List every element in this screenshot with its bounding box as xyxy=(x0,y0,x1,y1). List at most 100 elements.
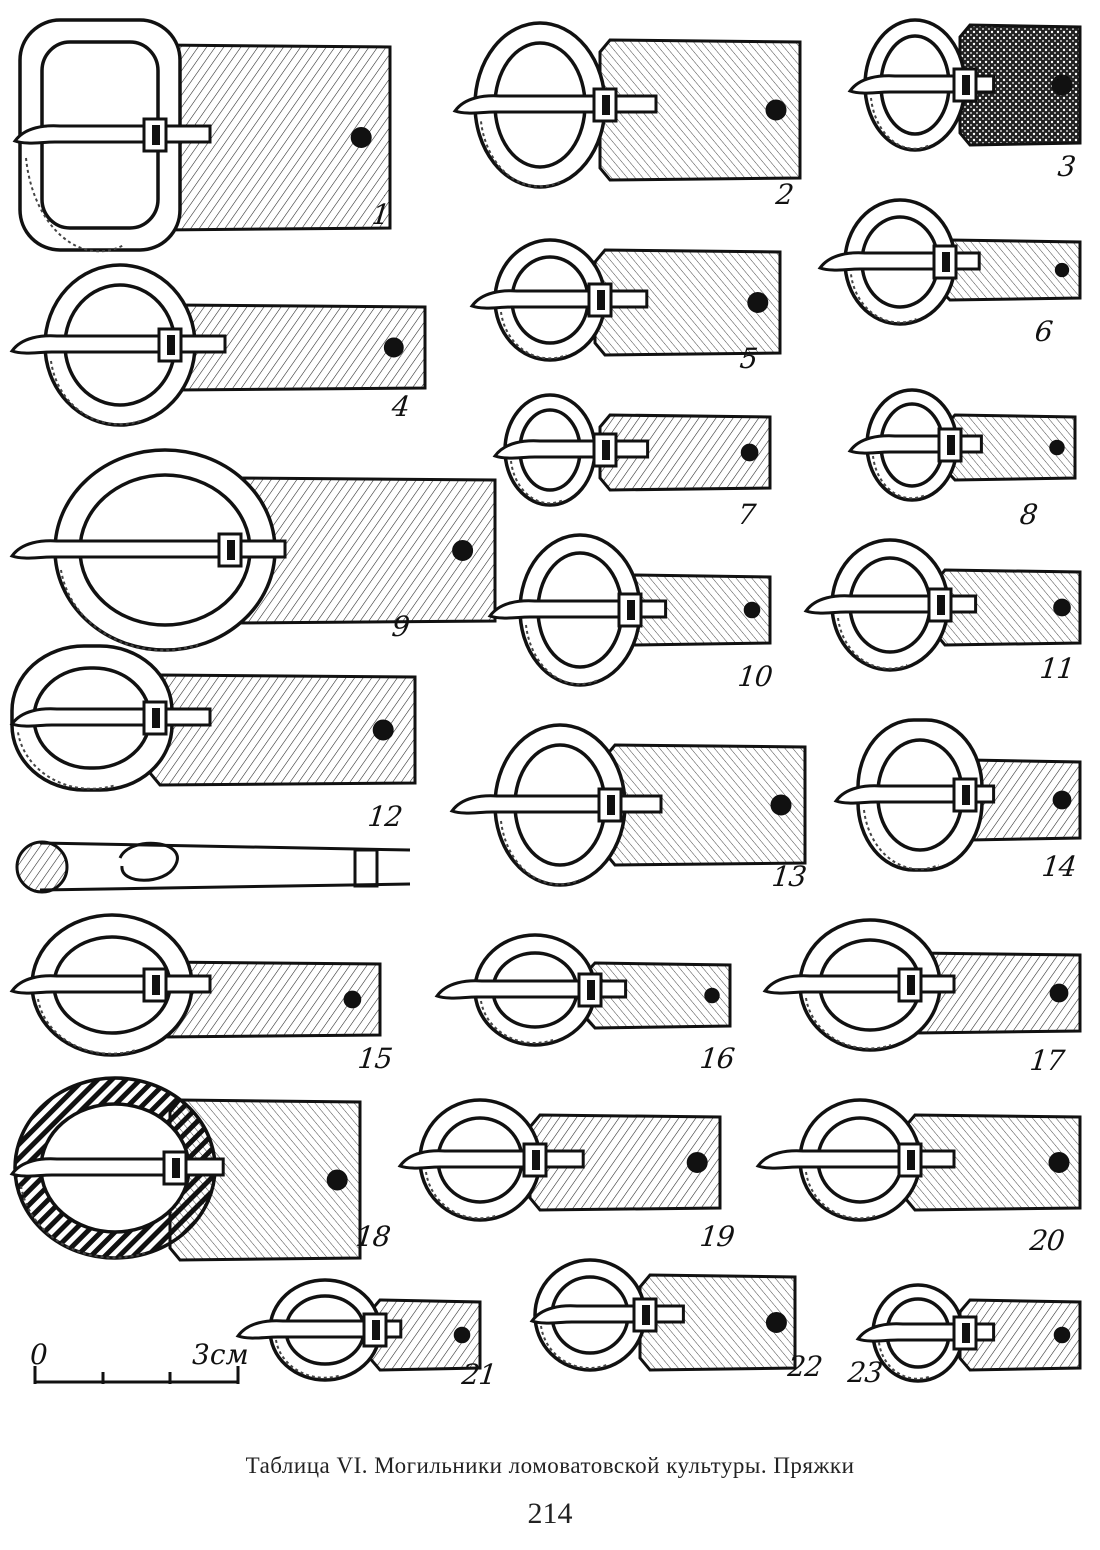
figure-number: 15 xyxy=(356,1042,394,1075)
buckle-tongue xyxy=(529,1304,685,1325)
rivet xyxy=(452,540,474,561)
figure-number: 21 xyxy=(460,1358,498,1391)
frame-shading xyxy=(275,1339,342,1379)
hinge-shadow xyxy=(172,1158,180,1178)
figure-number: 4 xyxy=(390,390,411,423)
hinge-shadow xyxy=(602,440,610,460)
buckle-figure xyxy=(9,913,382,1057)
rivet xyxy=(1054,262,1070,278)
scale-zero-label: 0 xyxy=(30,1338,48,1371)
hinge-shadow xyxy=(942,252,950,272)
buckle-figure xyxy=(855,1283,1082,1383)
buckle-drawings xyxy=(9,18,1082,1384)
frame-shading xyxy=(425,1171,499,1220)
buckle-figure xyxy=(762,918,1082,1052)
hinge-shadow xyxy=(532,1150,540,1170)
buckle-tongue xyxy=(9,1157,225,1178)
hinge-shadow xyxy=(152,708,160,728)
figure-number: 14 xyxy=(1040,850,1078,883)
frame-shading xyxy=(870,97,931,150)
rivet xyxy=(372,719,394,741)
hinge-shadow xyxy=(152,975,160,995)
frame-shading xyxy=(25,157,125,253)
hinge-shadow xyxy=(587,980,595,1000)
rivet xyxy=(350,127,372,148)
buckle-figure xyxy=(434,933,732,1047)
scale-bar xyxy=(33,1366,240,1384)
frame-shading xyxy=(60,569,199,652)
buckle-tongue xyxy=(492,439,650,460)
buckle-figure xyxy=(833,718,1082,872)
figure-number: 5 xyxy=(738,342,759,375)
hinge-shadow xyxy=(947,435,955,455)
buckle-figure xyxy=(492,393,772,507)
buckle-figure xyxy=(487,533,772,687)
frame-shading xyxy=(805,1171,879,1220)
frame-shading xyxy=(500,820,580,886)
rivet xyxy=(1048,1152,1070,1173)
plate-caption: Таблица VI. Могильники ломоватовской кул… xyxy=(245,1453,855,1478)
figure-number: 9 xyxy=(390,610,411,643)
frame-shading xyxy=(510,460,564,505)
hinge-shadow xyxy=(907,975,915,995)
page-number: 214 xyxy=(527,1497,573,1530)
scale-max-label: 3см xyxy=(192,1338,249,1371)
buckle-figure xyxy=(755,1098,1082,1222)
buckle-figure xyxy=(9,448,497,652)
buckle-figure xyxy=(235,1278,482,1382)
frame-shading xyxy=(480,1000,554,1044)
frame-shading xyxy=(837,617,908,670)
buckle-figure xyxy=(9,644,417,792)
figure-number: 7 xyxy=(736,498,757,531)
buckle-figure xyxy=(9,1076,362,1262)
buckle-figure xyxy=(397,1098,722,1222)
buckle-plate xyxy=(598,413,772,492)
buckle-tongue xyxy=(9,539,287,560)
buckle-plate xyxy=(528,1113,722,1212)
figure-number: 20 xyxy=(1028,1224,1066,1257)
hinge-shadow xyxy=(167,335,175,355)
buckle-figure xyxy=(452,21,802,189)
buckle-figure xyxy=(847,18,1082,152)
frame-shading xyxy=(50,360,143,426)
buckle-tongue xyxy=(12,124,212,145)
hinge-shadow xyxy=(597,290,605,310)
figure-number: 2 xyxy=(774,178,795,211)
hinge-shadow xyxy=(602,95,610,115)
frame-shading xyxy=(850,274,917,324)
hinge-shadow xyxy=(962,785,970,805)
buckle-figure xyxy=(803,538,1082,672)
rivet xyxy=(1049,983,1069,1003)
rivet xyxy=(770,794,792,816)
figure-number: 12 xyxy=(366,800,404,833)
rivet xyxy=(1053,598,1071,617)
buckle-tongue xyxy=(469,289,649,310)
frame-shading xyxy=(480,121,560,188)
buckle-figure xyxy=(529,1258,797,1372)
rivet xyxy=(383,337,404,358)
frame-shading xyxy=(878,1342,932,1380)
rivet xyxy=(704,987,720,1004)
buckle-tongue xyxy=(762,974,956,995)
hinge-shadow xyxy=(372,1320,380,1340)
buckle-tongue xyxy=(449,794,663,815)
figure-number: 1 xyxy=(370,198,391,231)
figure-number: 10 xyxy=(736,660,774,693)
frame-shading xyxy=(540,1325,607,1370)
buckle-figure xyxy=(817,198,1082,326)
buckle-tongue xyxy=(235,1319,403,1340)
buckle-plate xyxy=(958,1298,1082,1372)
figure-number: 23 xyxy=(846,1356,884,1389)
rivet xyxy=(1051,74,1073,96)
rivet xyxy=(765,1312,787,1333)
figure-number: 6 xyxy=(1033,315,1054,348)
figure-number: 8 xyxy=(1018,498,1039,531)
figure-number: 3 xyxy=(1056,150,1077,183)
buckle-figure xyxy=(469,238,782,362)
rivet xyxy=(1053,1326,1071,1344)
frame-shading xyxy=(872,455,926,500)
hinge-shadow xyxy=(962,1323,970,1343)
figure-number: 18 xyxy=(354,1220,392,1253)
figure-number: 22 xyxy=(786,1350,824,1383)
rivet xyxy=(740,443,759,462)
